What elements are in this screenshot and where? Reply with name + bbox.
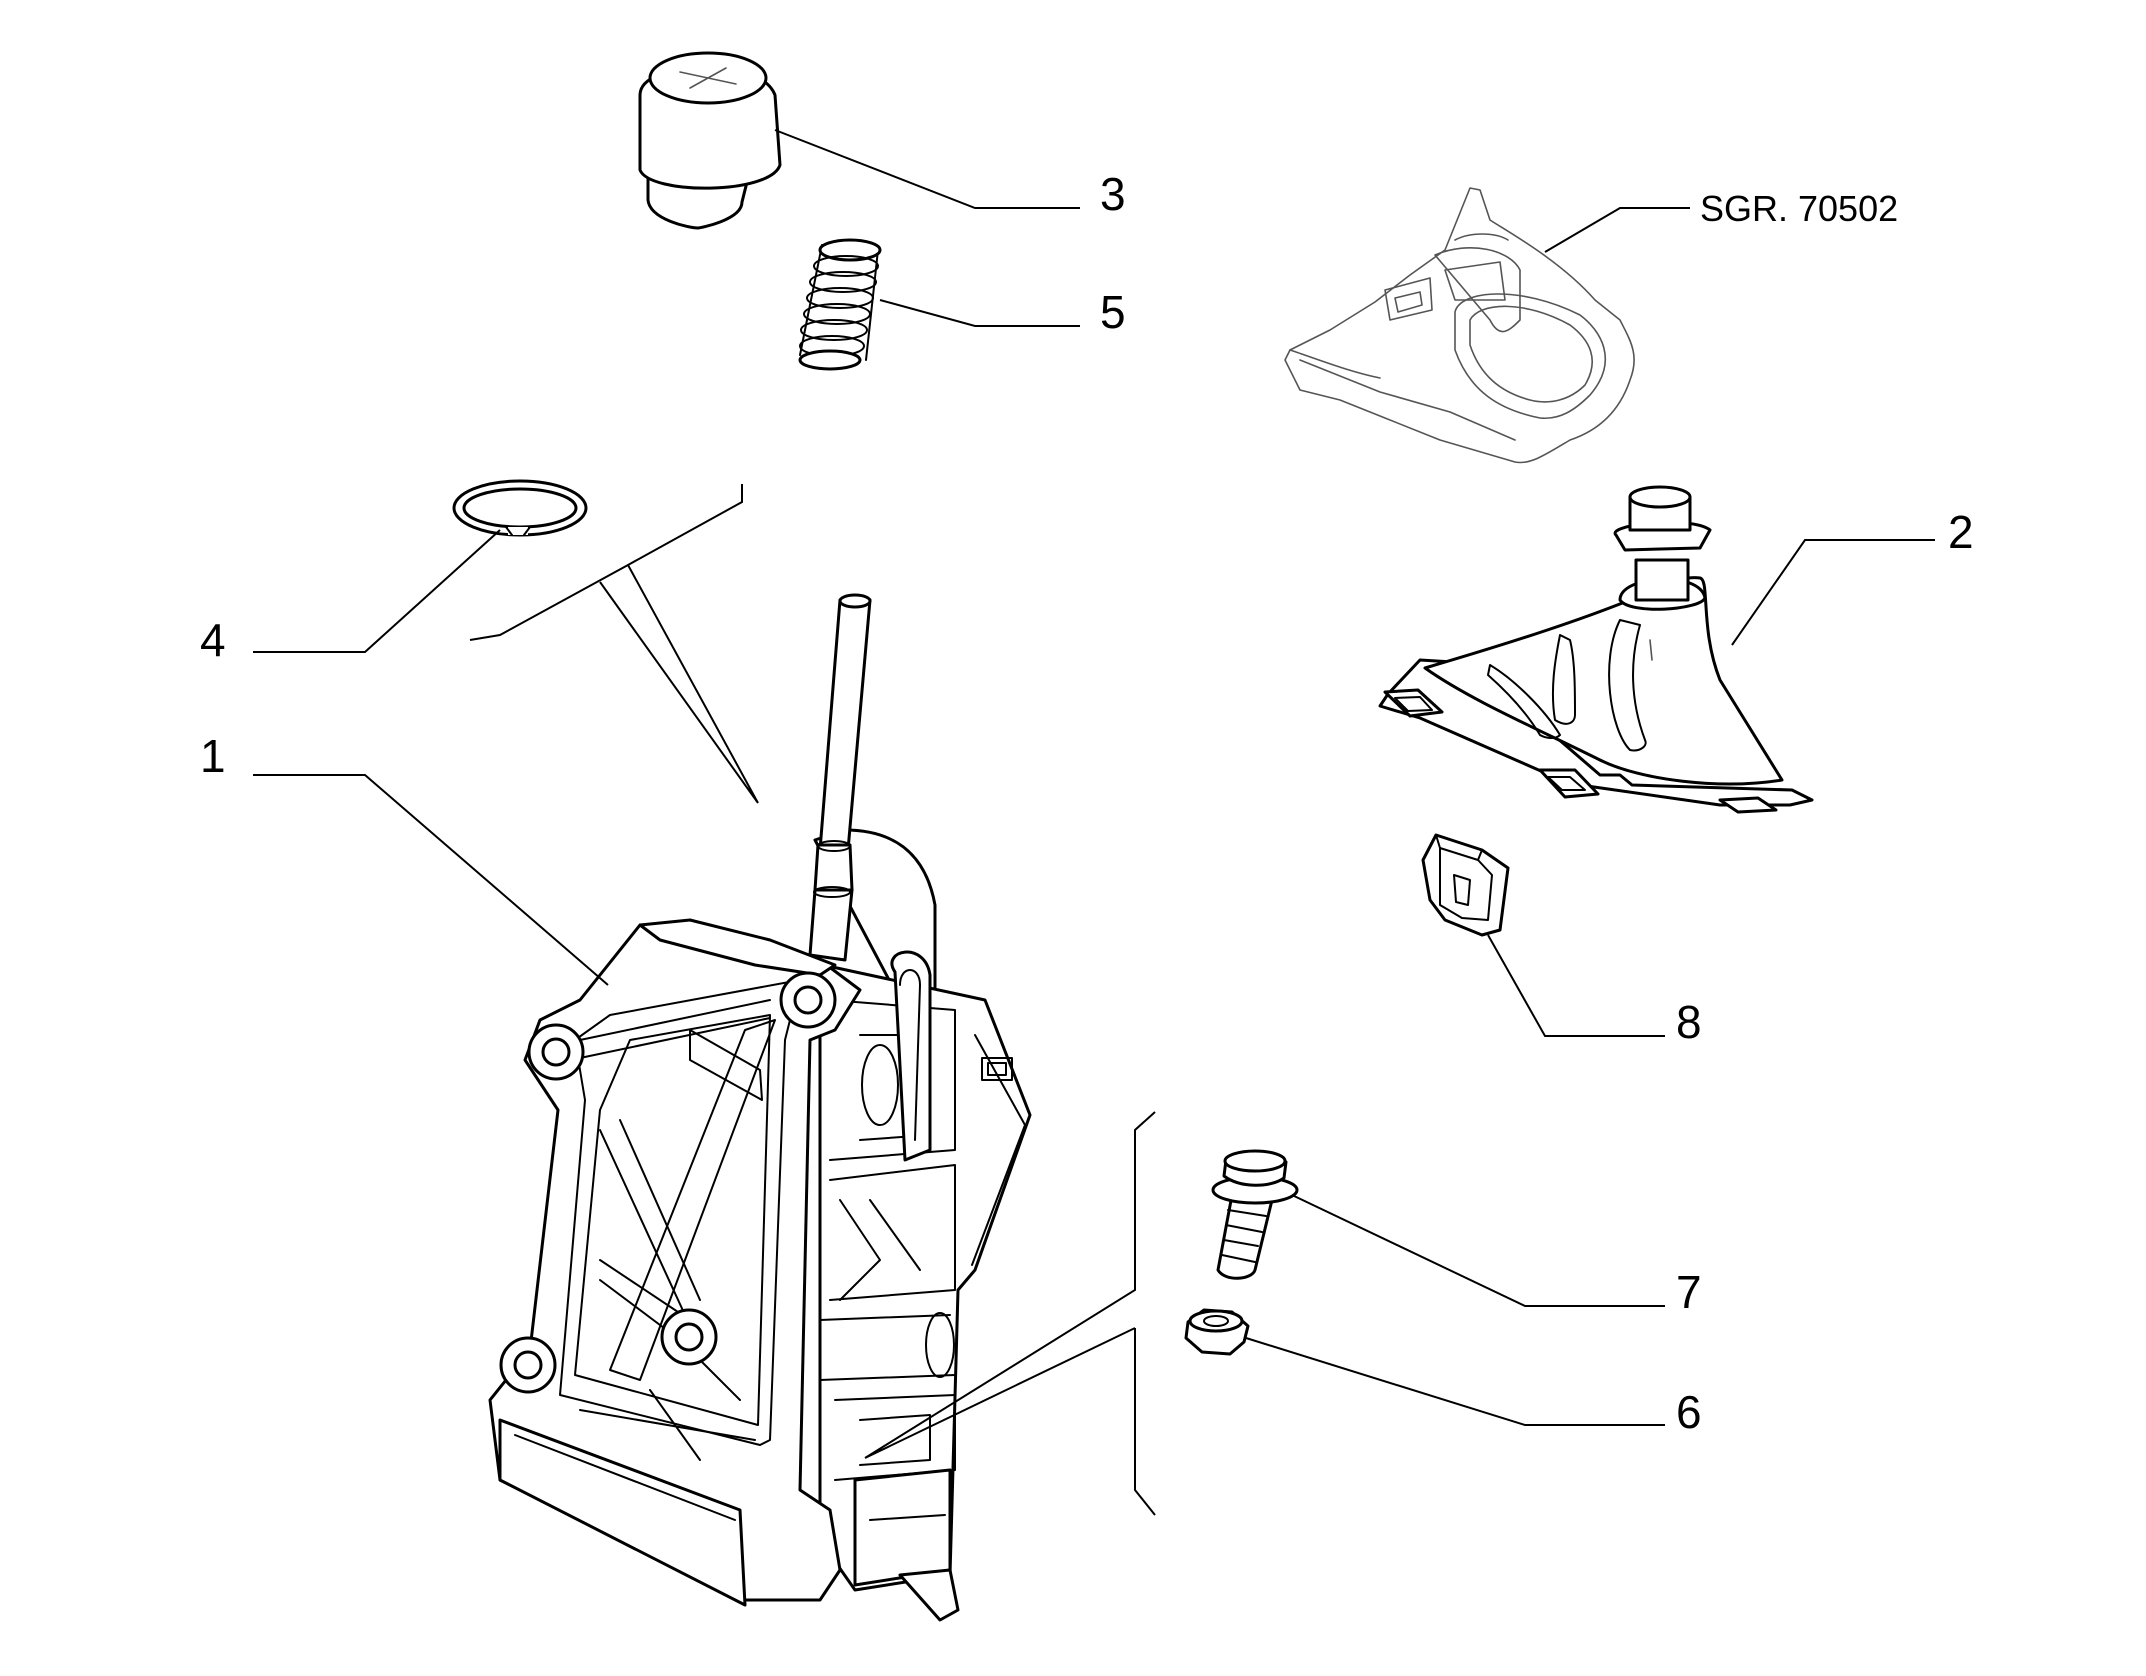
- spring-clip: [1421, 833, 1510, 937]
- callout-1: 1: [200, 730, 226, 782]
- assembly-bracket-bottom: [864, 1111, 1156, 1516]
- leader-1: [253, 774, 609, 986]
- flange-bolt: [1211, 1149, 1299, 1280]
- callout-6: 6: [1676, 1386, 1702, 1438]
- leader-2: [1731, 539, 1935, 646]
- callout-2: 2: [1948, 506, 1974, 558]
- leader-3: [774, 129, 1080, 209]
- leader-8: [1487, 934, 1665, 1037]
- leader-sgr: [1544, 207, 1690, 253]
- gear-lever-boot: [1378, 485, 1814, 814]
- leader-6: [1245, 1337, 1665, 1426]
- leader-4: [253, 529, 501, 653]
- gear-knob: [638, 51, 782, 230]
- spring: [798, 238, 882, 371]
- gearshift-housing: [488, 593, 1032, 1622]
- leader-5: [879, 299, 1080, 327]
- callout-3: 3: [1100, 168, 1126, 220]
- hex-nut: [1184, 1308, 1250, 1356]
- assembly-arrow-top: [599, 564, 759, 804]
- leader-7: [1291, 1194, 1665, 1307]
- circlip-ring: [452, 479, 588, 537]
- callout-4: 4: [200, 614, 226, 666]
- console-trim: [1284, 187, 1635, 464]
- callout-8: 8: [1676, 996, 1702, 1048]
- callout-7: 7: [1676, 1266, 1702, 1318]
- reference-label: SGR. 70502: [1700, 188, 1898, 229]
- callout-5: 5: [1100, 286, 1126, 338]
